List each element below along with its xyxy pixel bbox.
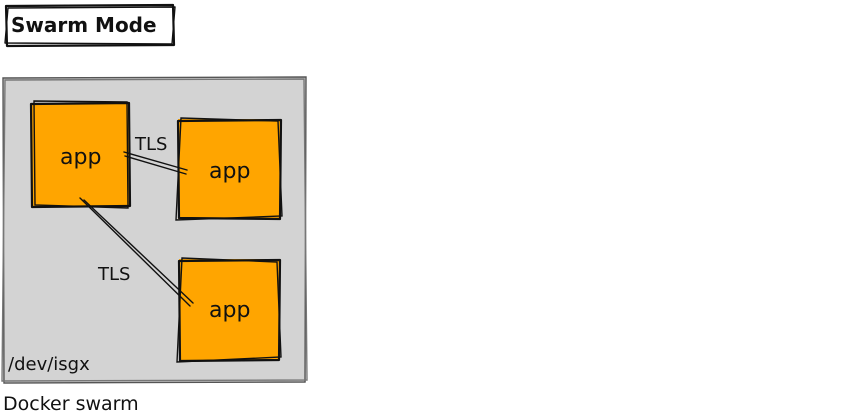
title-box: Swarm Mode [4, 3, 176, 48]
diagram-title: Swarm Mode [11, 13, 157, 37]
tls-link-2-label: TLS [97, 264, 130, 285]
tls-link-1-label: TLS [134, 134, 167, 155]
app-node-3-label: app [209, 298, 250, 323]
device-label: /dev/isgx [8, 354, 90, 375]
app-node-2-label: app [209, 159, 250, 184]
app-node-3: app [176, 257, 282, 363]
app-node-1-label: app [60, 145, 101, 170]
app-node-2: app [175, 117, 283, 221]
cluster-label: Docker swarm [3, 393, 139, 415]
tls-link-2: TLS [79, 197, 194, 307]
tls-link-1: TLS [123, 134, 188, 175]
app-node-1: app [29, 100, 132, 209]
